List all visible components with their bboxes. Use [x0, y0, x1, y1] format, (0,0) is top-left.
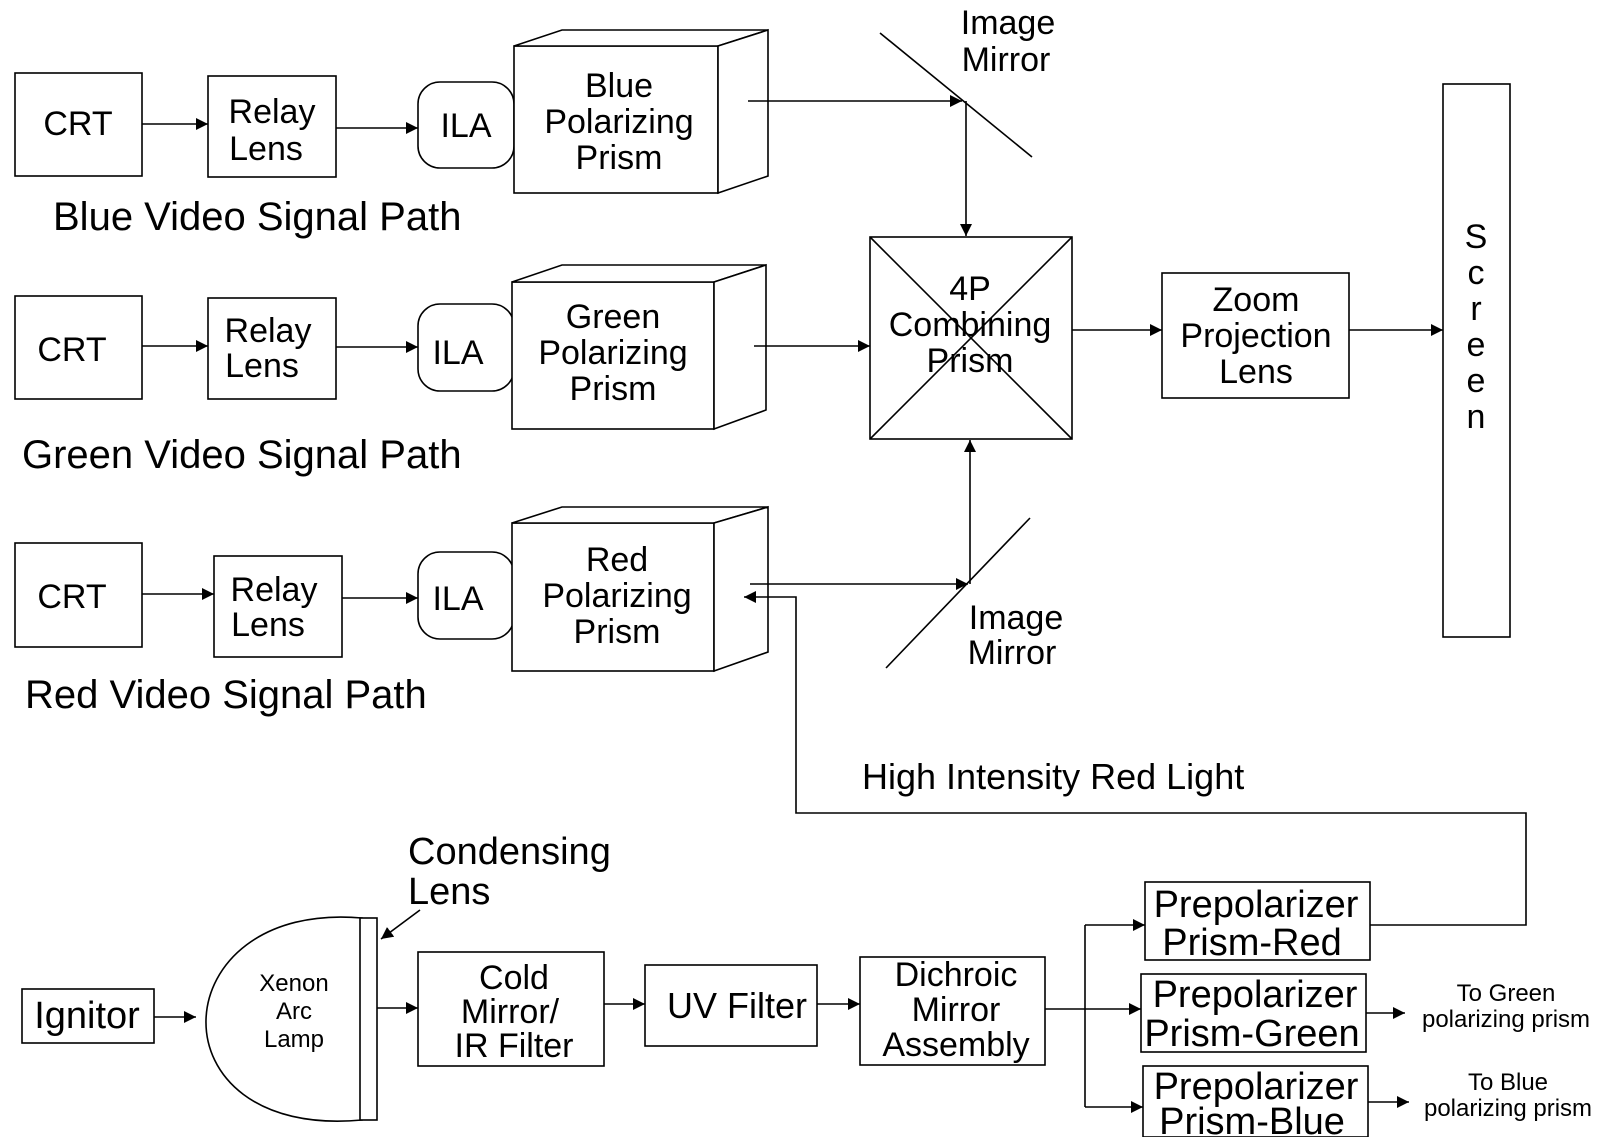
- top-mirror-label-2: Mirror: [962, 41, 1051, 79]
- zoom-label-1: Zoom: [1213, 281, 1300, 319]
- green-signal-path: CRT Relay Lens ILA Green Polarizing Pris…: [14, 263, 767, 477]
- dichroic-label-1: Dichroic: [895, 956, 1018, 994]
- combining-prism-label-1: 4P: [949, 270, 991, 308]
- blue-ila-label: ILA: [440, 107, 491, 145]
- bottom-mirror-label-2: Mirror: [968, 634, 1057, 672]
- condensing-label-1: Condensing: [408, 831, 611, 873]
- green-prism-label-2: Polarizing: [538, 334, 687, 372]
- zoom-projection-lens-box: [1161, 272, 1350, 399]
- screen-letter-6: n: [1467, 398, 1486, 436]
- prepolarizer-red-label-2: Prism-Red: [1162, 922, 1341, 964]
- green-prism-label-3: Prism: [570, 370, 657, 408]
- screen-letter-2: c: [1468, 254, 1485, 292]
- ignitor-label: Ignitor: [34, 995, 140, 1037]
- red-prism-label-2: Polarizing: [542, 577, 691, 615]
- green-relay-lens-box: [207, 297, 337, 400]
- green-relay-label-1: Relay: [225, 312, 312, 350]
- uv-filter-label: UV Filter: [667, 985, 807, 1026]
- condensing-label-2: Lens: [408, 871, 490, 913]
- red-prism-label-3: Prism: [574, 613, 661, 651]
- to-blue-label-2: polarizing prism: [1424, 1095, 1592, 1122]
- ignitor-box: [21, 988, 155, 1044]
- blue-signal-path: CRT Relay Lens ILA Blue Polarizing Prism…: [14, 28, 769, 239]
- blue-relay-lens-box: [207, 75, 337, 178]
- cold-mirror-label-1: Cold: [479, 959, 549, 997]
- xenon-arc-lamp: [205, 916, 363, 1122]
- zoom-label-2: Projection: [1180, 317, 1331, 355]
- cold-mirror-label-3: IR Filter: [455, 1027, 574, 1065]
- combining-prism: [869, 236, 1073, 440]
- blue-crt-label: CRT: [43, 105, 112, 143]
- blue-prism-label-3: Prism: [576, 139, 663, 177]
- screen-letter-3: r: [1470, 290, 1481, 328]
- red-relay-label-1: Relay: [231, 571, 318, 609]
- bottom-mirror-label-1: Image: [969, 599, 1064, 637]
- blue-relay-label-1: Relay: [229, 93, 316, 131]
- illumination-system: Ignitor Xenon Arc Lamp Condensing Lens C…: [21, 831, 1592, 1142]
- dichroic-mirror-box: [859, 956, 1046, 1066]
- to-blue-label-1: To Blue: [1468, 1069, 1548, 1096]
- uv-filter-box: [644, 964, 818, 1047]
- prepolarizer-blue-label-1: Prepolarizer: [1154, 1066, 1359, 1108]
- dichroic-label-2: Mirror: [912, 991, 1001, 1029]
- blue-prism-label-2: Polarizing: [544, 103, 693, 141]
- blue-crt-box: [14, 72, 143, 177]
- green-relay-label-2: Lens: [225, 347, 299, 385]
- prepolarizer-red-box: [1144, 881, 1371, 961]
- green-crt-box: [14, 295, 143, 400]
- blue-prism-label-1: Blue: [585, 67, 653, 105]
- lamp-label-1: Xenon: [259, 970, 328, 997]
- condensing-lens-plate: [359, 917, 378, 1121]
- prepolarizer-green-label-1: Prepolarizer: [1153, 974, 1358, 1016]
- screen-box: [1442, 83, 1511, 638]
- combining-prism-label-3: Prism: [927, 342, 1014, 380]
- red-relay-label-2: Lens: [231, 606, 305, 644]
- cold-mirror-label-2: Mirror/: [461, 993, 560, 1031]
- screen-letter-5: e: [1467, 362, 1486, 400]
- condensing-pointer-arrow: [380, 909, 421, 940]
- red-crt-box: [14, 542, 143, 648]
- green-polarizing-prism: [511, 263, 767, 431]
- lamp-label-2: Arc: [276, 998, 312, 1025]
- blue-polarizing-prism: [513, 28, 769, 195]
- red-signal-path: CRT Relay Lens ILA Red Polarizing Prism …: [14, 505, 769, 717]
- red-crt-label: CRT: [37, 578, 106, 616]
- to-green-label-1: To Green: [1457, 980, 1556, 1007]
- bottom-image-mirror: [885, 517, 1031, 669]
- zoom-label-3: Lens: [1219, 353, 1293, 391]
- red-polarizing-prism: [511, 505, 769, 673]
- green-path-caption: Green Video Signal Path: [22, 433, 462, 477]
- screen-letter-4: e: [1467, 326, 1486, 364]
- green-prism-label-1: Green: [566, 298, 661, 336]
- red-path-caption: Red Video Signal Path: [25, 673, 427, 717]
- prepolarizer-green-label-2: Prism-Green: [1144, 1013, 1359, 1055]
- red-prism-label-1: Red: [586, 541, 648, 579]
- red-light-label: High Intensity Red Light: [862, 756, 1244, 797]
- red-relay-lens-box: [213, 555, 343, 658]
- red-ila-label: ILA: [432, 580, 483, 618]
- combining-prism-label-2: Combining: [889, 306, 1052, 344]
- prepolarizer-green-box: [1140, 973, 1367, 1053]
- prepolarizer-blue-label-2: Prism-Blue: [1159, 1101, 1345, 1137]
- blue-path-caption: Blue Video Signal Path: [53, 195, 461, 239]
- red-light-feed-line: [744, 591, 1527, 926]
- to-green-label-2: polarizing prism: [1422, 1006, 1590, 1033]
- prepolarizer-red-label-1: Prepolarizer: [1154, 884, 1359, 926]
- green-crt-label: CRT: [37, 331, 106, 369]
- green-ila-label: ILA: [432, 334, 483, 372]
- lamp-label-3: Lamp: [264, 1026, 324, 1053]
- blue-relay-label-2: Lens: [229, 130, 303, 168]
- cold-mirror-box: [417, 951, 605, 1067]
- dichroic-label-3: Assembly: [882, 1026, 1029, 1064]
- screen-letter-1: S: [1465, 218, 1488, 256]
- top-mirror-label-1: Image: [961, 4, 1056, 42]
